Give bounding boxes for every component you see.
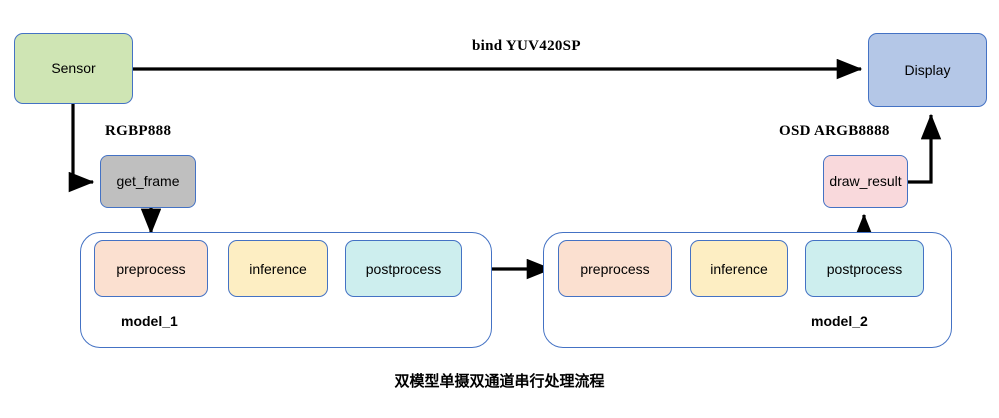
node-draw-result-label: draw_result (829, 173, 902, 190)
stage-model-1-postprocess[interactable]: postprocess (345, 240, 462, 297)
stage-label: inference (249, 260, 307, 277)
node-display-label: Display (904, 61, 951, 78)
node-sensor-label: Sensor (51, 60, 96, 77)
stage-label: postprocess (365, 260, 442, 277)
stage-model-2-preprocess[interactable]: preprocess (558, 240, 672, 297)
group-model-1-label: model_1 (121, 313, 178, 329)
node-draw-result[interactable]: draw_result (823, 155, 908, 208)
stage-model-1-preprocess[interactable]: preprocess (94, 240, 208, 297)
stage-label: inference (710, 260, 768, 277)
stage-model-2-postprocess[interactable]: postprocess (805, 240, 924, 297)
stage-model-1-inference[interactable]: inference (228, 240, 328, 297)
node-get-frame-label: get_frame (116, 173, 180, 190)
edge-label-osd-argb8888: OSD ARGB8888 (779, 123, 890, 139)
node-get-frame[interactable]: get_frame (100, 155, 196, 208)
diagram-caption: 双模型单摄双通道串行处理流程 (394, 372, 605, 390)
edge-label-bind-yuv420sp: bind YUV420SP (472, 38, 581, 54)
stage-label: preprocess (580, 260, 650, 277)
group-model-2-label: model_2 (811, 313, 868, 329)
edge-draw-result-to-display (908, 113, 942, 184)
edge-sensor-to-get-frame (68, 104, 95, 193)
node-display[interactable]: Display (868, 33, 987, 107)
stage-model-2-inference[interactable]: inference (690, 240, 788, 297)
stage-label: preprocess (116, 260, 186, 277)
node-sensor[interactable]: Sensor (14, 33, 133, 104)
edge-label-rgbp888: RGBP888 (105, 123, 172, 139)
stage-label: postprocess (826, 260, 903, 277)
